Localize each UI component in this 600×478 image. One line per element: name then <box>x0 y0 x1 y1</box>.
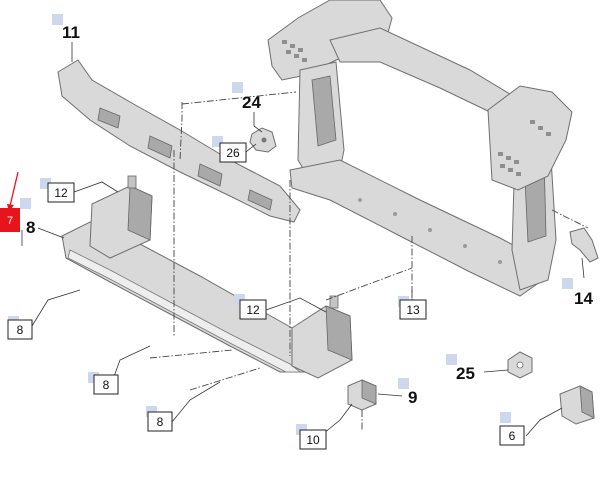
callout-13: 13 <box>399 299 427 320</box>
svg-text:10: 10 <box>306 433 320 447</box>
svg-text:7: 7 <box>7 215 13 227</box>
callout-24: 24 <box>242 93 261 112</box>
callout-8-top: 8 <box>26 218 35 237</box>
upper-bracket-part <box>57 59 301 223</box>
callout-25: 25 <box>456 364 475 383</box>
callout-8-left: 8 <box>7 319 33 340</box>
bumper-beam-part <box>61 221 321 373</box>
svg-text:8: 8 <box>17 323 24 337</box>
callout-6: 6 <box>499 425 525 446</box>
sensor-part-9 <box>347 379 377 411</box>
svg-text:26: 26 <box>226 146 240 160</box>
callout-10: 10 <box>299 429 327 450</box>
callout-12-left: 12 <box>47 182 75 203</box>
callout-26: 26 <box>219 142 247 163</box>
bracket-part-14 <box>569 227 599 263</box>
svg-text:8: 8 <box>103 378 110 392</box>
svg-text:13: 13 <box>406 303 420 317</box>
callout-8-bottom: 8 <box>147 411 173 432</box>
clip-part-24 <box>249 127 277 153</box>
svg-text:8: 8 <box>157 415 164 429</box>
callout-8-middle: 8 <box>93 374 119 395</box>
svg-text:12: 12 <box>54 186 68 200</box>
clip-part-25 <box>507 351 533 379</box>
highlight-callout-7: 7 <box>0 171 20 232</box>
crash-box-right <box>291 295 353 379</box>
svg-text:12: 12 <box>246 303 260 317</box>
callout-11: 11 <box>62 23 80 42</box>
callout-9: 9 <box>408 388 417 407</box>
callout-12-right: 12 <box>239 299 267 320</box>
crash-box-left <box>89 175 153 259</box>
svg-text:6: 6 <box>509 429 516 443</box>
radiator-support-frame <box>267 0 573 297</box>
bracket-part-6 <box>559 385 595 425</box>
callout-14: 14 <box>574 289 593 308</box>
dashed-reference-lines <box>149 91 589 430</box>
